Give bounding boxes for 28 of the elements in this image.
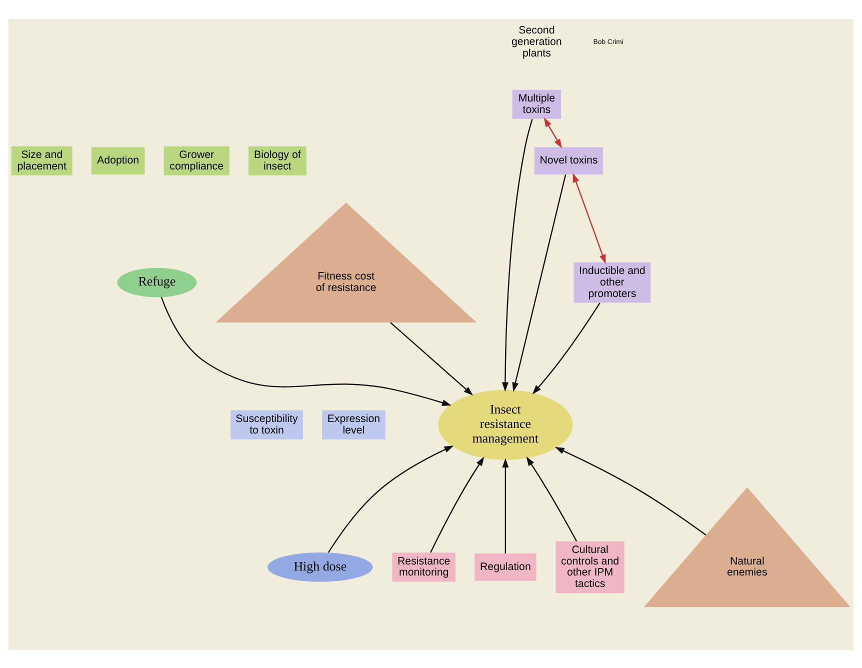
node-box: Inductible and other promoters	[574, 262, 651, 302]
node-box: Multiple toxins	[512, 89, 562, 118]
node-box: Adoption	[91, 146, 145, 174]
arrow	[544, 116, 562, 148]
arrow	[160, 296, 452, 406]
label: Second generation plants	[512, 24, 562, 60]
node-box: Regulation	[474, 552, 536, 580]
node-ellipse: Insect resistance management	[438, 389, 573, 460]
node-box: Grower compliance	[164, 146, 230, 175]
arrow	[430, 456, 484, 552]
node-ellipse: Refuge	[117, 267, 197, 297]
arrow	[502, 118, 533, 392]
node-box: Size and placement	[11, 146, 72, 175]
arrow	[532, 302, 600, 394]
node-ellipse: High dose	[267, 552, 373, 582]
node-box: Biology of insect	[248, 146, 306, 175]
node-box: Expression level	[322, 410, 386, 439]
arrow	[526, 456, 578, 541]
arrow	[328, 445, 454, 552]
node-box: Resistance monitoring	[392, 552, 456, 582]
node-box: Susceptibility to toxin	[230, 410, 303, 439]
arrow	[572, 172, 606, 264]
arrow	[512, 174, 566, 392]
arrow	[554, 446, 706, 536]
node-box: Novel toxins	[534, 146, 604, 174]
arrow	[502, 458, 509, 553]
arrow	[390, 322, 474, 395]
node-box: Cultural controls and other IPM tactics	[556, 540, 624, 593]
